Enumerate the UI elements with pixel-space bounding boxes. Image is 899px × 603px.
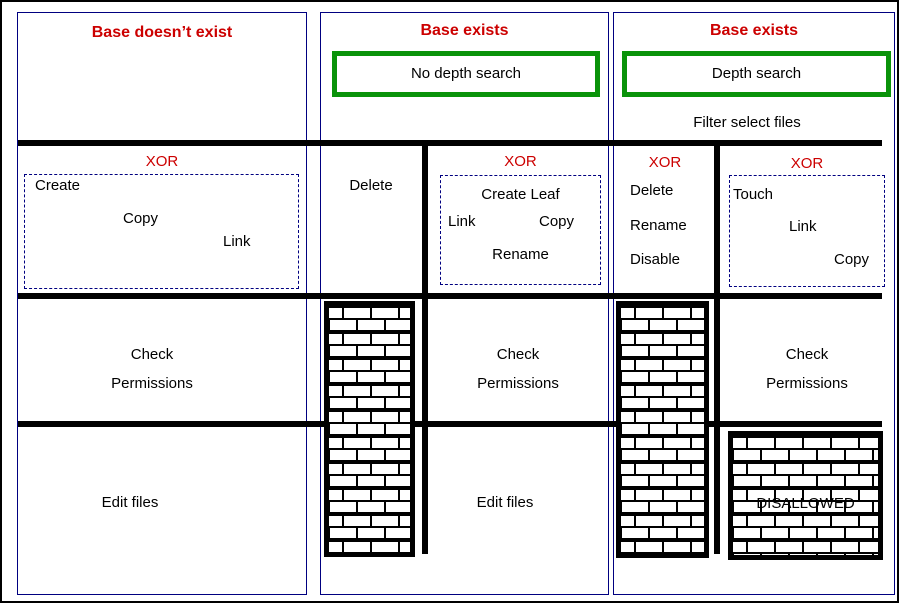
disallowed-wall: DISALLOWED bbox=[728, 431, 883, 560]
search-mode-label: Depth search bbox=[711, 65, 802, 82]
xor-options-box-col2 bbox=[440, 175, 601, 285]
option-touch: Touch bbox=[733, 186, 774, 203]
column-box-base-exists-no-depth bbox=[320, 12, 609, 595]
check-permissions-label-col3: Check Permissions bbox=[766, 346, 848, 392]
option-create-leaf: Create Leaf bbox=[481, 186, 560, 203]
xor-options-box-col1 bbox=[24, 174, 299, 289]
disallowed-label: DISALLOWED bbox=[756, 495, 855, 512]
option-rename-depth: Rename bbox=[630, 217, 687, 234]
column-box-base-doesnt-exist bbox=[17, 12, 307, 595]
xor-label-col3-left: XOR bbox=[648, 154, 682, 171]
option-delete-depth: Delete bbox=[630, 182, 674, 199]
column-divider-no-depth bbox=[422, 142, 428, 554]
edit-files-label-col1: Edit files bbox=[101, 494, 159, 511]
option-copy: Copy bbox=[539, 213, 575, 230]
search-mode-label: No depth search bbox=[410, 65, 522, 82]
search-mode-box-no-depth: No depth search bbox=[332, 51, 600, 97]
xor-options-box-col3 bbox=[729, 175, 885, 287]
column-divider-depth bbox=[714, 142, 720, 554]
option-link: Link bbox=[448, 213, 476, 230]
column-box-base-exists-depth bbox=[613, 12, 895, 595]
check-permissions-label-col2: Check Permissions bbox=[477, 346, 559, 392]
row-separator-line-3 bbox=[18, 421, 882, 427]
option-link: Link bbox=[223, 233, 251, 250]
title-base-exists-depth: Base exists bbox=[709, 22, 799, 39]
row-separator-line-2 bbox=[18, 293, 882, 299]
edit-files-label-col2: Edit files bbox=[476, 494, 534, 511]
search-mode-box-depth: Depth search bbox=[622, 51, 891, 97]
blocked-wall-depth-left bbox=[616, 301, 709, 558]
option-copy: Copy bbox=[123, 210, 159, 227]
xor-label-col2: XOR bbox=[504, 153, 537, 170]
option-disable-depth: Disable bbox=[630, 251, 681, 268]
option-link: Link bbox=[789, 218, 817, 235]
option-copy: Copy bbox=[834, 251, 870, 268]
blocked-wall-no-depth bbox=[324, 301, 415, 557]
title-base-exists-no-depth: Base exists bbox=[420, 22, 509, 39]
xor-label-col3-right: XOR bbox=[790, 155, 824, 172]
title-base-doesnt-exist: Base doesn’t exist bbox=[91, 24, 233, 41]
check-permissions-label-col1: Check Permissions bbox=[111, 346, 193, 392]
row-separator-line-1 bbox=[18, 140, 882, 146]
option-rename: Rename bbox=[492, 246, 549, 263]
filter-select-files-label: Filter select files bbox=[693, 114, 801, 131]
xor-label-col1: XOR bbox=[145, 153, 179, 170]
option-delete-no-depth: Delete bbox=[349, 177, 393, 194]
option-create: Create bbox=[35, 177, 81, 194]
